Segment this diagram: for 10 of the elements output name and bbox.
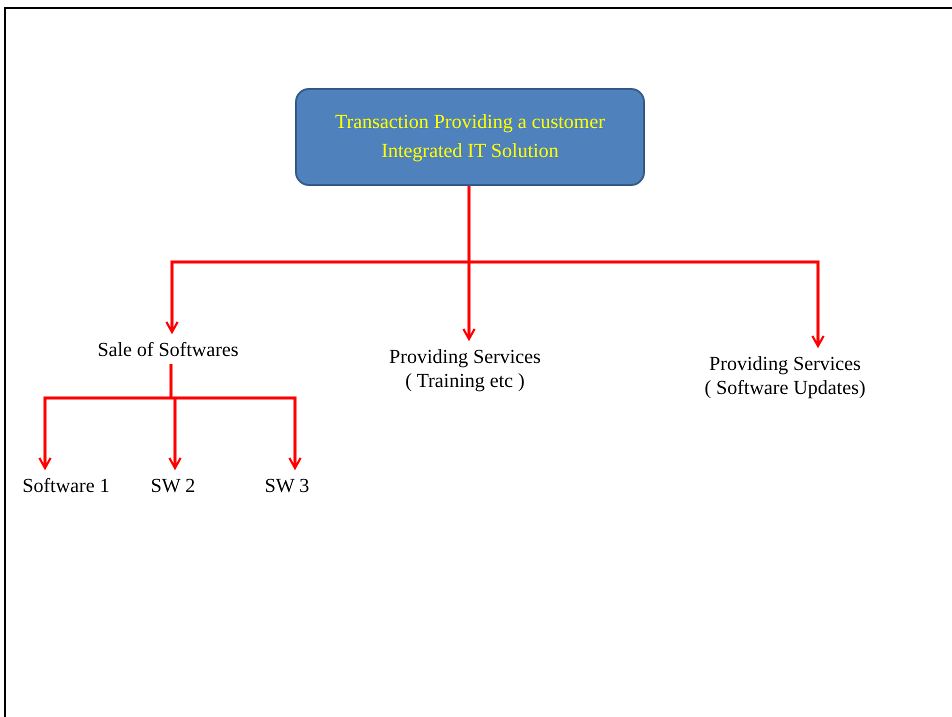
node-label: SW 3 bbox=[264, 474, 310, 498]
node-label: Providing Services bbox=[708, 352, 862, 376]
node-sublabel: ( Software Updates) bbox=[703, 376, 867, 400]
arrow bbox=[170, 364, 302, 470]
process-box: Transaction Providing a customer Integrated IT Solution bbox=[295, 88, 645, 186]
node-sublabel: ( Training etc ) bbox=[404, 369, 526, 393]
node-label: Providing Services bbox=[388, 345, 542, 369]
node-label: SW 2 bbox=[150, 474, 196, 498]
node-label: Software 1 bbox=[21, 474, 111, 498]
node-label: Sale of Softwares bbox=[96, 338, 240, 362]
